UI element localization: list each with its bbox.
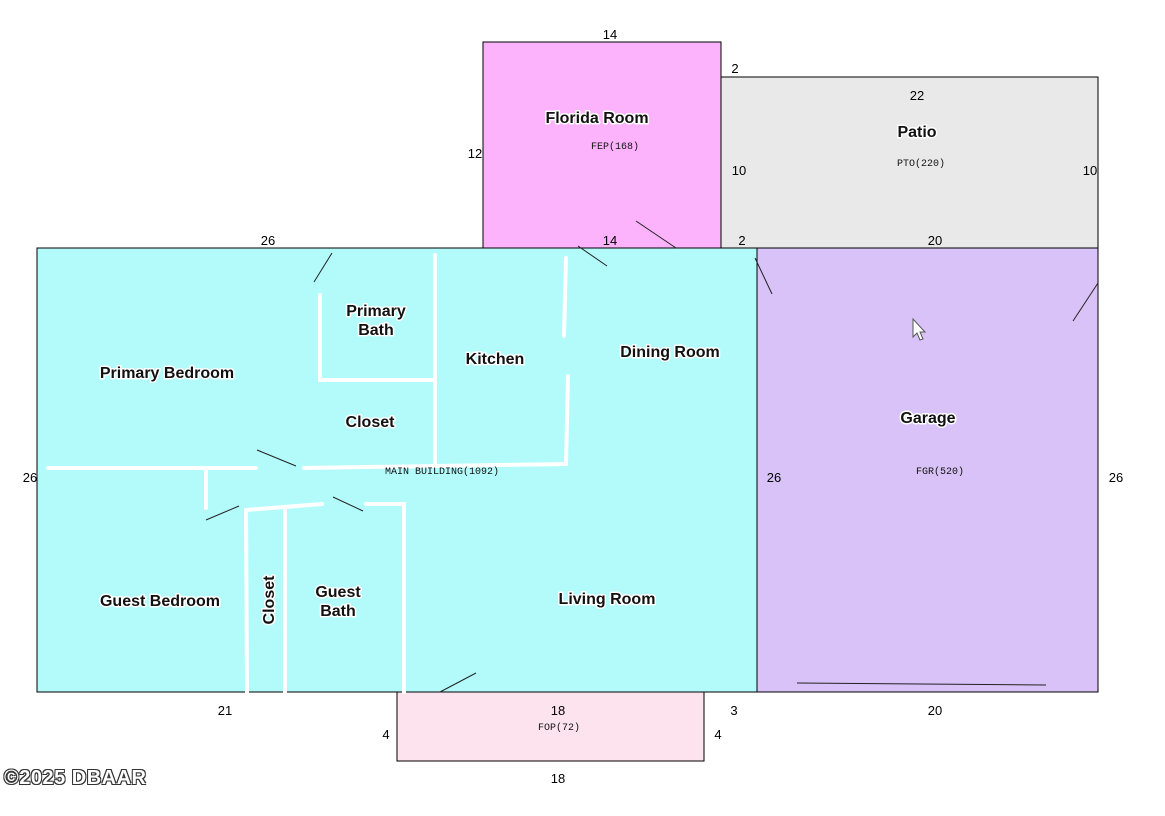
main-building-code: MAIN BUILDING(1092) [385,466,499,478]
garage-label: Garage [900,410,955,427]
interior-walls [46,253,570,694]
florida-room-code: FEP(168) [591,141,639,153]
kitchen-label: Kitchen [466,351,525,368]
dim-main-left: 26 [23,470,37,485]
garage-area [756,247,1099,693]
dim-florida-bottom: 14 [603,233,617,248]
dim-florida-top: 14 [603,27,617,42]
dim-main-bottom-offset: 3 [730,703,737,718]
patio-area [720,76,1099,249]
garage-code: FGR(520) [916,466,964,478]
florida-room-label: Florida Room [545,110,648,127]
dim-patio-left: 10 [732,163,746,178]
dim-main-top: 26 [261,233,275,248]
guest-closet-label: Closet [261,575,278,625]
florida-room-area [482,41,722,249]
mouse-cursor-icon [912,317,927,341]
dining-room-label: Dining Room [620,344,720,361]
dim-garage-top: 20 [928,233,942,248]
dim-patio-right: 10 [1083,163,1097,178]
dim-florida-patio-offset: 2 [731,61,738,76]
primary-bath-label-line1: Primary [346,303,406,320]
dim-patio-top: 22 [910,88,924,103]
patio-label: Patio [897,124,936,141]
guest-bedroom-label: Guest Bedroom [100,593,220,610]
door-lines [205,220,1099,693]
dim-porch-left: 4 [382,727,389,742]
primary-closet-label: Closet [346,414,396,431]
dim-garage-bottom: 20 [928,703,942,718]
primary-bath-label-line2: Bath [358,322,394,339]
guest-bath-label-line1: Guest [315,584,361,601]
dim-florida-left: 12 [468,146,482,161]
dim-porch-bottom: 18 [551,771,565,786]
dim-main-bottom: 21 [218,703,232,718]
patio-code: PTO(220) [897,158,945,170]
front-porch-code: FOP(72) [538,722,580,734]
copyright-watermark: ©2025 DBAAR [4,767,147,789]
dim-patio-bottom-offset: 2 [738,233,745,248]
dim-porch-right: 4 [714,727,721,742]
living-room-label: Living Room [559,591,656,608]
dim-garage-right: 26 [1109,470,1123,485]
dim-porch-top: 18 [551,703,565,718]
front-porch-area [396,691,705,762]
primary-bedroom-label: Primary Bedroom [100,365,234,382]
dim-main-right: 26 [767,470,781,485]
guest-bath-label-line2: Bath [320,603,356,620]
